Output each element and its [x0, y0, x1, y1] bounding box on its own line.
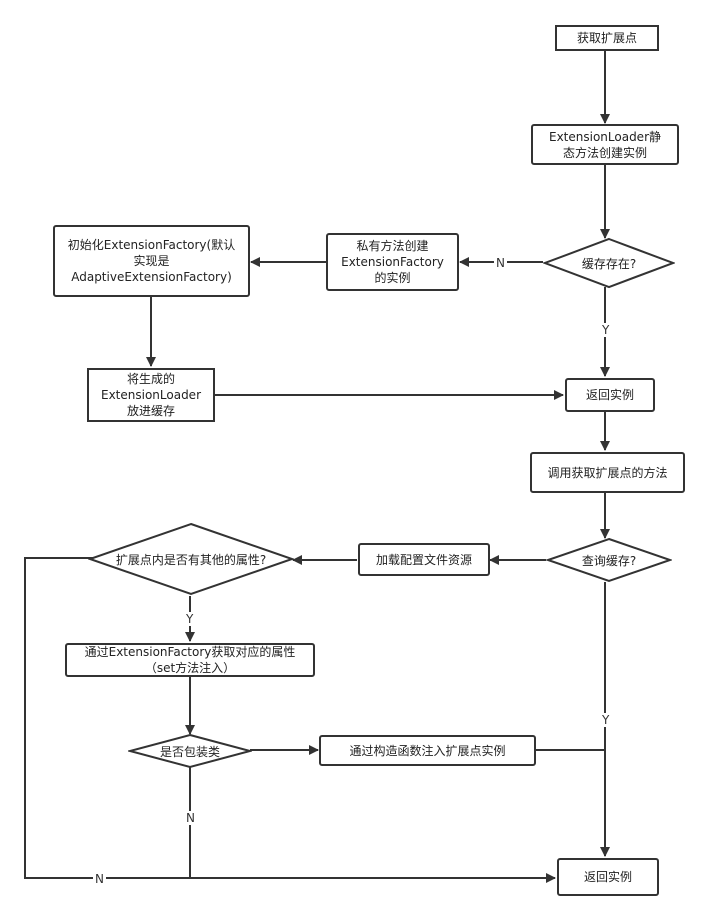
- label-cache-no: N: [494, 256, 507, 270]
- node-loader-static-text: ExtensionLoader静 态方法创建实例: [548, 129, 661, 160]
- node-get-attr-via-factory: 通过ExtensionFactory获取对应的属性 （set方法注入）: [65, 643, 315, 677]
- node-put-into-cache: 将生成的 ExtensionLoader 放进缓存: [87, 368, 215, 422]
- node-get-attr-text: 通过ExtensionFactory获取对应的属性 （set方法注入）: [84, 645, 296, 675]
- edge-attrs-no: [24, 557, 556, 883]
- node-return-instance-1-text: 返回实例: [585, 388, 634, 402]
- node-constructor-inject: 通过构造函数注入扩展点实例: [319, 735, 536, 766]
- label-query-yes: Y: [600, 713, 612, 727]
- node-init-factory-text: 初始化ExtensionFactory(默认 实现是 AdaptiveExten…: [67, 238, 236, 284]
- decision-is-wrapper: [128, 733, 252, 769]
- node-return-instance-2-text: 返回实例: [583, 870, 632, 884]
- node-private-create-factory: 私有方法创建 ExtensionFactory 的实例: [326, 233, 459, 291]
- decision-query-cache: [546, 537, 672, 583]
- label-attrs-yes: Y: [184, 612, 196, 626]
- node-init-extension-factory: 初始化ExtensionFactory(默认 实现是 AdaptiveExten…: [53, 225, 250, 297]
- label-cache-yes: Y: [600, 323, 612, 337]
- label-attrs-no: N: [93, 872, 106, 886]
- decision-has-other-attrs: [88, 522, 294, 596]
- node-get-extension-text: 获取扩展点: [576, 31, 637, 45]
- node-return-instance-2: 返回实例: [557, 858, 659, 896]
- node-load-config: 加载配置文件资源: [358, 543, 490, 576]
- node-load-config-text: 加载配置文件资源: [375, 552, 472, 567]
- node-ctor-inject-text: 通过构造函数注入扩展点实例: [349, 743, 506, 758]
- decision-cache-exists: [543, 237, 675, 289]
- node-loader-static-create: ExtensionLoader静 态方法创建实例: [531, 124, 679, 165]
- node-put-cache-text: 将生成的 ExtensionLoader 放进缓存: [100, 372, 201, 418]
- node-get-extension: 获取扩展点: [555, 25, 659, 51]
- node-call-get-extension: 调用获取扩展点的方法: [530, 452, 685, 493]
- node-call-get-extension-text: 调用获取扩展点的方法: [547, 465, 668, 480]
- node-private-create-text: 私有方法创建 ExtensionFactory 的实例: [341, 239, 444, 285]
- label-wrapper-no: N: [184, 811, 197, 825]
- node-return-instance-1: 返回实例: [565, 378, 655, 412]
